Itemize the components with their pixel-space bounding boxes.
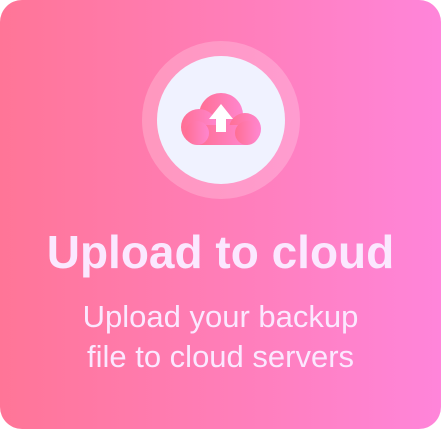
description-line-1: Upload your backup <box>82 299 359 334</box>
description-line-2: file to cloud servers <box>86 339 355 374</box>
icon-container <box>157 56 285 184</box>
card-description: Upload your backup file to cloud servers <box>0 297 441 377</box>
card-title: Upload to cloud <box>46 226 395 278</box>
cloud-upload-icon <box>181 93 261 145</box>
